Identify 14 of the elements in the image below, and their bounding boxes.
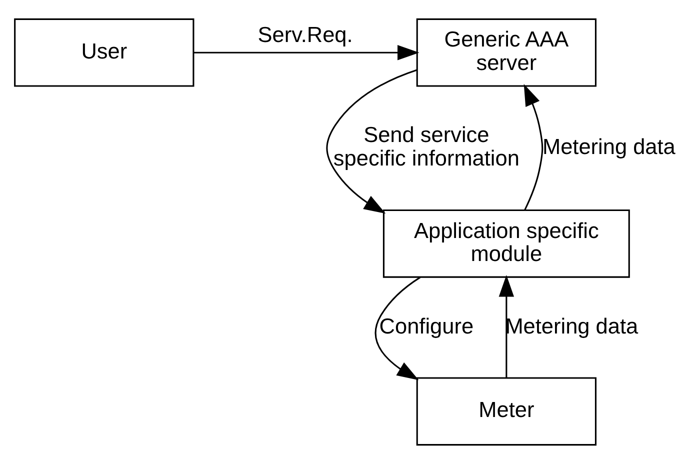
edge-label: Metering data — [505, 313, 638, 338]
arrow — [326, 69, 418, 214]
edge-label: Serv.Req. — [258, 22, 353, 48]
node-box: User — [14, 18, 194, 87]
arrow — [194, 44, 420, 60]
node-box: Application specific module — [382, 209, 630, 278]
arrow — [498, 274, 514, 378]
arrow — [524, 84, 544, 210]
edge-label: Configure — [379, 313, 474, 338]
node-box: Meter — [416, 377, 596, 446]
edge-label: Metering data — [542, 134, 676, 159]
edge-label: Send service specific information — [333, 122, 520, 171]
arrow — [374, 276, 421, 380]
node-box: Generic AAA server — [416, 18, 596, 87]
